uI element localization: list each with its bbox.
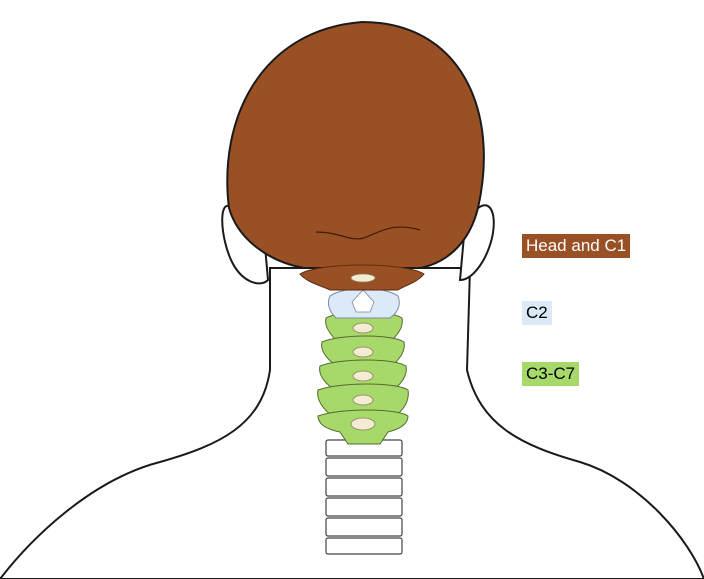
spine-disc — [326, 538, 402, 554]
spinous-process — [353, 371, 373, 381]
legend-head-and-c1: Head and C1 — [522, 234, 630, 258]
c1-arch — [351, 274, 375, 282]
spinous-process — [353, 395, 373, 405]
legend-c2: C2 — [522, 301, 552, 325]
spine-disc — [326, 478, 402, 496]
spine-disc — [326, 518, 402, 536]
c3-c7-vertebrae — [318, 312, 409, 444]
spinous-process — [353, 347, 373, 357]
spine-disc — [326, 498, 402, 516]
legend-c3-c7: C3-C7 — [522, 362, 579, 386]
head — [227, 22, 484, 268]
spinous-process — [353, 323, 373, 333]
spinous-process — [351, 418, 375, 430]
spine-disc — [326, 458, 402, 476]
